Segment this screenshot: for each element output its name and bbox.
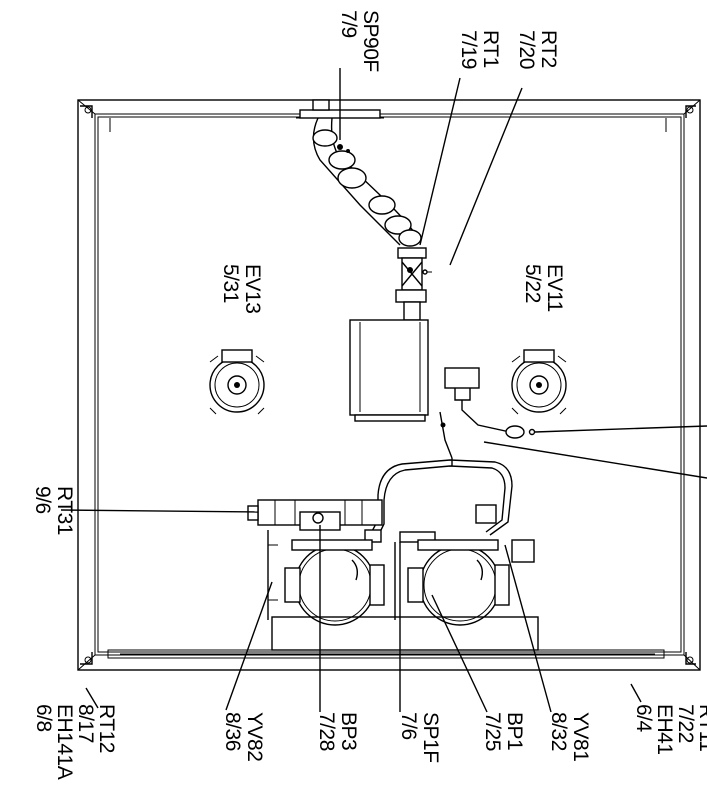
svg-text:RT128/17EH141A6/8: RT128/17EH141A6/8 xyxy=(32,704,118,780)
label-rt1: RT17/19 xyxy=(457,30,502,69)
compressor-right xyxy=(394,504,510,626)
compressor-left xyxy=(267,530,385,626)
label-ev13: EV135/31 xyxy=(219,264,264,313)
leader-lines xyxy=(60,68,707,713)
svg-text:SP1F7/6: SP1F7/6 xyxy=(397,712,442,763)
label-sp90f: SP90F7/9 xyxy=(337,10,382,72)
label-rt11: RT117/22EH416/4 xyxy=(632,704,707,755)
compressor-base xyxy=(247,499,539,651)
evaporator-fan-left xyxy=(209,349,265,415)
label-rt12: RT128/17EH141A6/8 xyxy=(32,704,118,780)
label-rt2: RT27/20 xyxy=(515,30,560,69)
label-ev11: EV115/22 xyxy=(521,264,566,312)
svg-text:SP90F7/9: SP90F7/9 xyxy=(337,10,382,72)
svg-text:RT27/20: RT27/20 xyxy=(515,30,560,69)
svg-text:EV135/31: EV135/31 xyxy=(219,264,264,313)
svg-text:RT17/19: RT17/19 xyxy=(457,30,502,69)
svg-text:YV818/32: YV818/32 xyxy=(547,712,592,761)
label-yv82: YV828/36 xyxy=(221,712,266,761)
flexible-hose xyxy=(312,117,422,247)
label-bp1: BP17/25 xyxy=(481,712,526,751)
svg-text:BP37/28: BP37/28 xyxy=(315,712,360,751)
svg-text:BP17/25: BP17/25 xyxy=(481,712,526,751)
valve-stack xyxy=(395,247,432,321)
filter-drier xyxy=(439,367,536,459)
unit-frame xyxy=(77,99,701,671)
svg-text:EV115/22: EV115/22 xyxy=(521,264,566,312)
label-bp3: BP37/28 xyxy=(315,712,360,751)
label-yv81: YV818/32 xyxy=(547,712,592,761)
label-sp1f: SP1F7/6 xyxy=(397,712,442,763)
refrigerant-piping xyxy=(369,458,513,541)
svg-text:YV828/36: YV828/36 xyxy=(221,712,266,761)
liquid-receiver xyxy=(349,319,429,422)
svg-text:RT319/6: RT319/6 xyxy=(31,486,76,535)
svg-text:RT117/22EH416/4: RT117/22EH416/4 xyxy=(632,704,707,755)
evaporator-fan-right xyxy=(511,349,567,415)
label-rt31: RT319/6 xyxy=(31,486,76,535)
